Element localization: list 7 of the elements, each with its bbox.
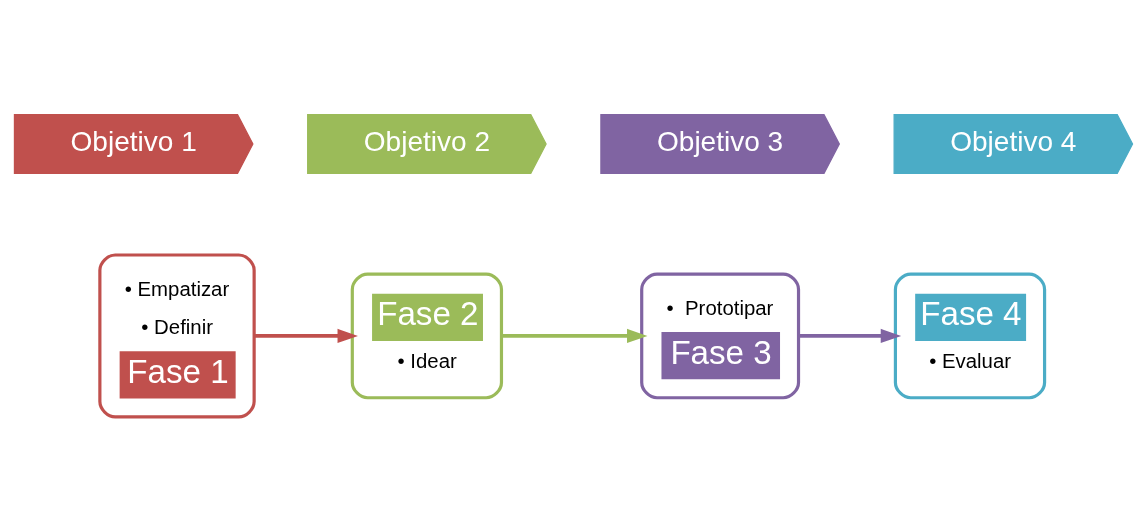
node-box: • Prototipar Fase 3: [640, 272, 801, 399]
arrow: [254, 328, 358, 343]
node-box: Fase 2 • Idear: [350, 272, 504, 399]
node-box: Fase 4 • Evaluar: [893, 272, 1047, 399]
node-box: • Empatizar • Definir Fase 1: [98, 252, 256, 418]
arrow: [501, 328, 648, 343]
arrow: [798, 328, 902, 343]
